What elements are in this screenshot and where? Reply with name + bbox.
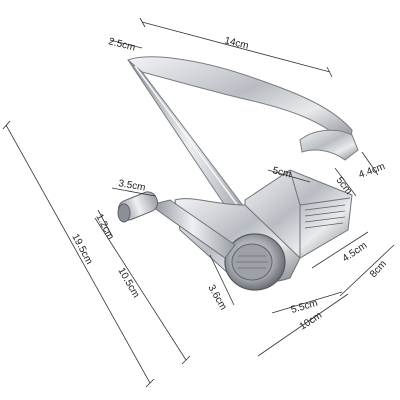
dim-crank-knob: 1.2cm xyxy=(93,212,115,241)
dim-crank-length: 3.5cm xyxy=(117,178,146,194)
grater-body xyxy=(117,56,359,291)
crank-arm xyxy=(148,199,236,259)
dim-handle-top-width: 14cm xyxy=(223,35,249,52)
grater-teeth xyxy=(304,204,346,229)
dim-clamp-depth: 4.4cm xyxy=(357,161,386,181)
dimension-lines xyxy=(2,17,395,388)
dim-side-height: 8cm xyxy=(368,259,389,280)
dim-front-height: 4.5cm xyxy=(341,240,370,264)
dim-lower-height: 10.5cm xyxy=(115,266,141,300)
dim-drum-diameter: 3.6cm xyxy=(205,283,228,312)
dim-handle-top-thickness: 2.5cm xyxy=(107,36,136,53)
dim-hopper-width: 5cm xyxy=(271,165,292,180)
clamp-jaw xyxy=(299,129,359,161)
